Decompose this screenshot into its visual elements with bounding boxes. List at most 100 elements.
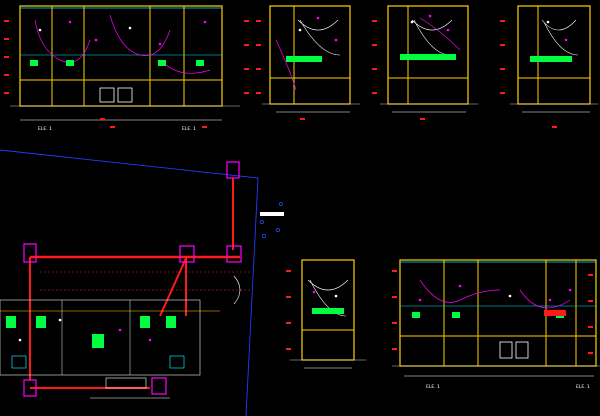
dimension-tick xyxy=(500,20,505,22)
dimension-tick xyxy=(420,118,425,120)
dimension-tick xyxy=(256,92,261,94)
elev-tm1-curtain xyxy=(297,19,341,56)
dimension-tick xyxy=(202,126,207,128)
elevation-top-mid-1 xyxy=(262,5,360,113)
elev-tl-label-a: ELE. 1 xyxy=(38,126,52,132)
site-boundary xyxy=(0,149,259,416)
outlet-symbol xyxy=(428,14,432,18)
elev-br-fixture-2 xyxy=(452,312,460,318)
elev-br-door-2 xyxy=(515,341,529,359)
junction-box-mid xyxy=(179,245,195,263)
dimension-tick xyxy=(392,322,397,324)
dimension-tick xyxy=(588,326,593,328)
outlet-symbol xyxy=(38,28,42,32)
elevation-bottom-mid xyxy=(290,259,366,369)
dimension-tick xyxy=(4,20,9,22)
outlet-symbol xyxy=(316,16,320,20)
blue-marker-1 xyxy=(279,202,283,206)
dimension-tick xyxy=(372,92,377,94)
dimension-tick xyxy=(256,44,261,46)
plan-cyan-2 xyxy=(169,355,185,369)
outlet-symbol xyxy=(334,38,338,42)
plan-fixture-3 xyxy=(92,334,104,348)
elev-tl-label-b: ELE. 1 xyxy=(182,126,196,132)
plan-bottom-box xyxy=(105,377,147,389)
elev-br-door-1 xyxy=(499,341,513,359)
outlet-symbol xyxy=(298,28,302,32)
dimension-tick xyxy=(256,20,261,22)
elev-bm-curtain xyxy=(307,279,349,317)
outlet-symbol xyxy=(148,338,152,342)
dimension-tick xyxy=(244,20,249,22)
dimension-tick xyxy=(4,56,9,58)
dimension-tick xyxy=(244,68,249,70)
elev-tm2-shelf xyxy=(400,54,456,60)
dimension-tick xyxy=(4,92,9,94)
dimension-tick xyxy=(392,296,397,298)
outlet-symbol xyxy=(158,42,162,46)
elev-tl-wire-1 xyxy=(34,19,91,63)
outlet-symbol xyxy=(446,28,450,32)
elev-tm2-wire xyxy=(419,17,461,51)
outlet-symbol xyxy=(546,20,550,24)
elev-tl-fixture-4 xyxy=(196,60,204,66)
floor-plan xyxy=(0,149,284,416)
blue-marker-4 xyxy=(262,234,266,238)
elev-tl-fixture-1 xyxy=(30,60,38,66)
elevation-top-right xyxy=(510,5,598,113)
elev-tl-wire-2 xyxy=(109,14,171,57)
outlet-symbol xyxy=(94,38,98,42)
elev-br-wire-2 xyxy=(519,289,571,309)
elevation-top-left: ELE. 1 ELE. 1 xyxy=(10,5,240,132)
outlet-symbol xyxy=(334,294,338,298)
dimension-tick xyxy=(286,322,291,324)
dimension-tick xyxy=(372,68,377,70)
junction-box-bottom-left xyxy=(23,379,37,397)
plan-fixture-2 xyxy=(36,316,46,328)
elev-bm-shelf xyxy=(312,308,344,314)
outlet-symbol xyxy=(118,328,122,332)
junction-box-left xyxy=(23,243,37,263)
blue-marker-2 xyxy=(260,220,264,224)
dimension-tick xyxy=(372,20,377,22)
outlet-symbol xyxy=(508,294,512,298)
outlet-symbol xyxy=(312,290,316,294)
elev-tr-shelf xyxy=(530,56,572,62)
elev-tm1-shelf xyxy=(286,56,322,62)
door-swing xyxy=(233,275,241,305)
plan-fixture-1 xyxy=(6,316,16,328)
plan-fixture-5 xyxy=(166,316,176,328)
dimension-tick xyxy=(100,118,105,120)
outlet-symbol xyxy=(458,284,462,288)
elev-tl-door-2 xyxy=(117,87,133,103)
dimension-tick xyxy=(588,300,593,302)
dimension-tick xyxy=(500,68,505,70)
outlet-symbol xyxy=(18,338,22,342)
dimension-tick xyxy=(392,270,397,272)
dimension-tick xyxy=(552,126,557,128)
plan-label-bar xyxy=(260,212,284,216)
dimension-tick xyxy=(4,38,9,40)
outlet-symbol xyxy=(68,20,72,24)
dimension-tick xyxy=(500,44,505,46)
dimension-tick xyxy=(500,92,505,94)
dimension-tick xyxy=(392,348,397,350)
outlet-symbol xyxy=(564,38,568,42)
elev-tl-fixture-2 xyxy=(66,60,74,66)
blue-marker-3 xyxy=(276,228,280,232)
dimension-tick xyxy=(588,352,593,354)
red-line-diagonal xyxy=(159,255,188,317)
outlet-symbol xyxy=(568,288,572,292)
dimension-tick xyxy=(286,270,291,272)
dimension-tick xyxy=(286,296,291,298)
elev-tl-fixture-3 xyxy=(158,60,166,66)
plan-cyan-1 xyxy=(11,355,27,369)
dimension-tick xyxy=(256,68,261,70)
dimension-tick xyxy=(244,92,249,94)
outlet-symbol xyxy=(58,318,62,322)
fixture-symbols xyxy=(4,14,593,354)
plan-fixture-4 xyxy=(140,316,150,328)
dimension-tick xyxy=(372,44,377,46)
